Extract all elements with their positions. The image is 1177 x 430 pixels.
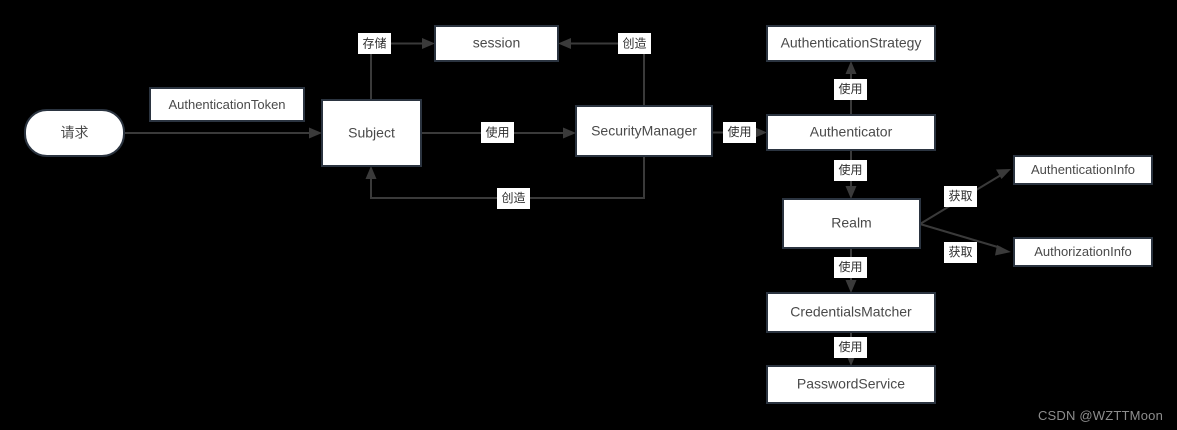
edge-realm-to-credentials-matcher: 使用 [834,248,867,293]
edge-label: 使用 [838,259,862,274]
edge-label-background [944,242,977,263]
edge-label-background [497,188,530,209]
arrow-head-icon [845,61,857,74]
node-shape [766,25,936,62]
arrow-head-icon [422,38,435,49]
edge-realm-to-authentication-info: 获取 [919,169,1011,225]
edge-label-background [944,186,977,207]
edge-request-to-subject [124,127,322,139]
edge-label-background [481,122,514,143]
node-shape [24,109,125,157]
arrow-head-icon [309,127,322,139]
edge-label: 存储 [362,36,386,51]
node-label: Authenticator [810,124,893,140]
node-label: Subject [348,125,395,141]
edge-label: 获取 [948,189,972,203]
node-label: AuthenticationStrategy [781,35,922,51]
arrow-head-icon [365,166,377,179]
node-shape [149,87,305,122]
edge-label: 使用 [838,339,862,354]
node-authentication-info[interactable]: AuthenticationInfo [1013,155,1153,185]
node-authentication-token[interactable]: AuthenticationToken [149,87,305,122]
edge-label-background [834,160,867,181]
arrow-head-icon [845,186,857,199]
edge-label: 创造 [501,191,525,205]
node-shape [434,25,559,62]
node-credentials-matcher[interactable]: CredentialsMatcher [766,292,936,333]
node-shape [321,99,422,167]
watermark-text: CSDN @WZTTMoon [1037,408,1163,423]
edge-subject-to-session: 存储 [358,33,435,100]
node-shape [766,114,936,151]
node-label: session [473,35,520,51]
edge-security-manager-to-authenticator: 使用 [712,122,767,143]
edge-security-manager-to-session: 创造 [558,33,651,106]
node-shape [575,105,713,157]
node-shape [1013,155,1153,185]
arrow-head-icon [996,169,1011,179]
node-session[interactable]: session [434,25,559,62]
edge-label: 使用 [838,81,862,96]
edge-label-background [723,122,756,143]
node-realm[interactable]: Realm [782,198,921,249]
arrow-head-icon [995,245,1011,256]
node-subject[interactable]: Subject [321,99,422,167]
node-label: AuthenticationToken [168,97,285,112]
edge-label-background [834,79,867,100]
node-shape [766,292,936,333]
node-authentication-strategy[interactable]: AuthenticationStrategy [766,25,936,62]
edge-line [919,223,1002,249]
edge-subject-to-security-manager: 使用 [421,122,576,143]
arrow-head-icon [558,38,571,49]
node-label: AuthorizationInfo [1034,244,1132,259]
node-label: CredentialsMatcher [790,304,912,320]
edge-security-manager-to-subject: 创造 [365,156,645,209]
edge-label-background [834,337,867,358]
edge-label-background [618,33,651,54]
node-authorization-info[interactable]: AuthorizationInfo [1013,237,1153,267]
edge-authenticator-to-realm: 使用 [834,150,867,199]
node-request[interactable]: 请求 [24,109,125,157]
edge-label-background [834,257,867,278]
arrow-head-icon [754,127,767,138]
node-label: AuthenticationInfo [1031,162,1135,177]
node-label: SecurityManager [591,123,697,139]
edge-label-background [358,33,391,54]
edge-label: 使用 [727,124,751,139]
arrow-head-icon [845,280,857,293]
node-shape [766,365,936,404]
node-password-service[interactable]: PasswordService [766,365,936,404]
edge-authenticator-to-authentication-strategy: 使用 [834,61,867,115]
edge-label: 获取 [948,245,972,259]
edge-credentials-matcher-to-password-service: 使用 [834,332,867,366]
node-label: PasswordService [797,376,905,392]
edge-label: 使用 [838,162,862,177]
node-shape [782,198,921,249]
node-label: Realm [831,215,871,231]
edge-realm-to-authorization-info: 获取 [919,223,1011,263]
edge-label: 创造 [622,37,646,51]
node-security-manager[interactable]: SecurityManager [575,105,713,157]
node-authenticator[interactable]: Authenticator [766,114,936,151]
node-label: 请求 [61,125,89,141]
node-shape [1013,237,1153,267]
arrow-head-icon [563,127,576,139]
edge-label: 使用 [485,125,509,140]
